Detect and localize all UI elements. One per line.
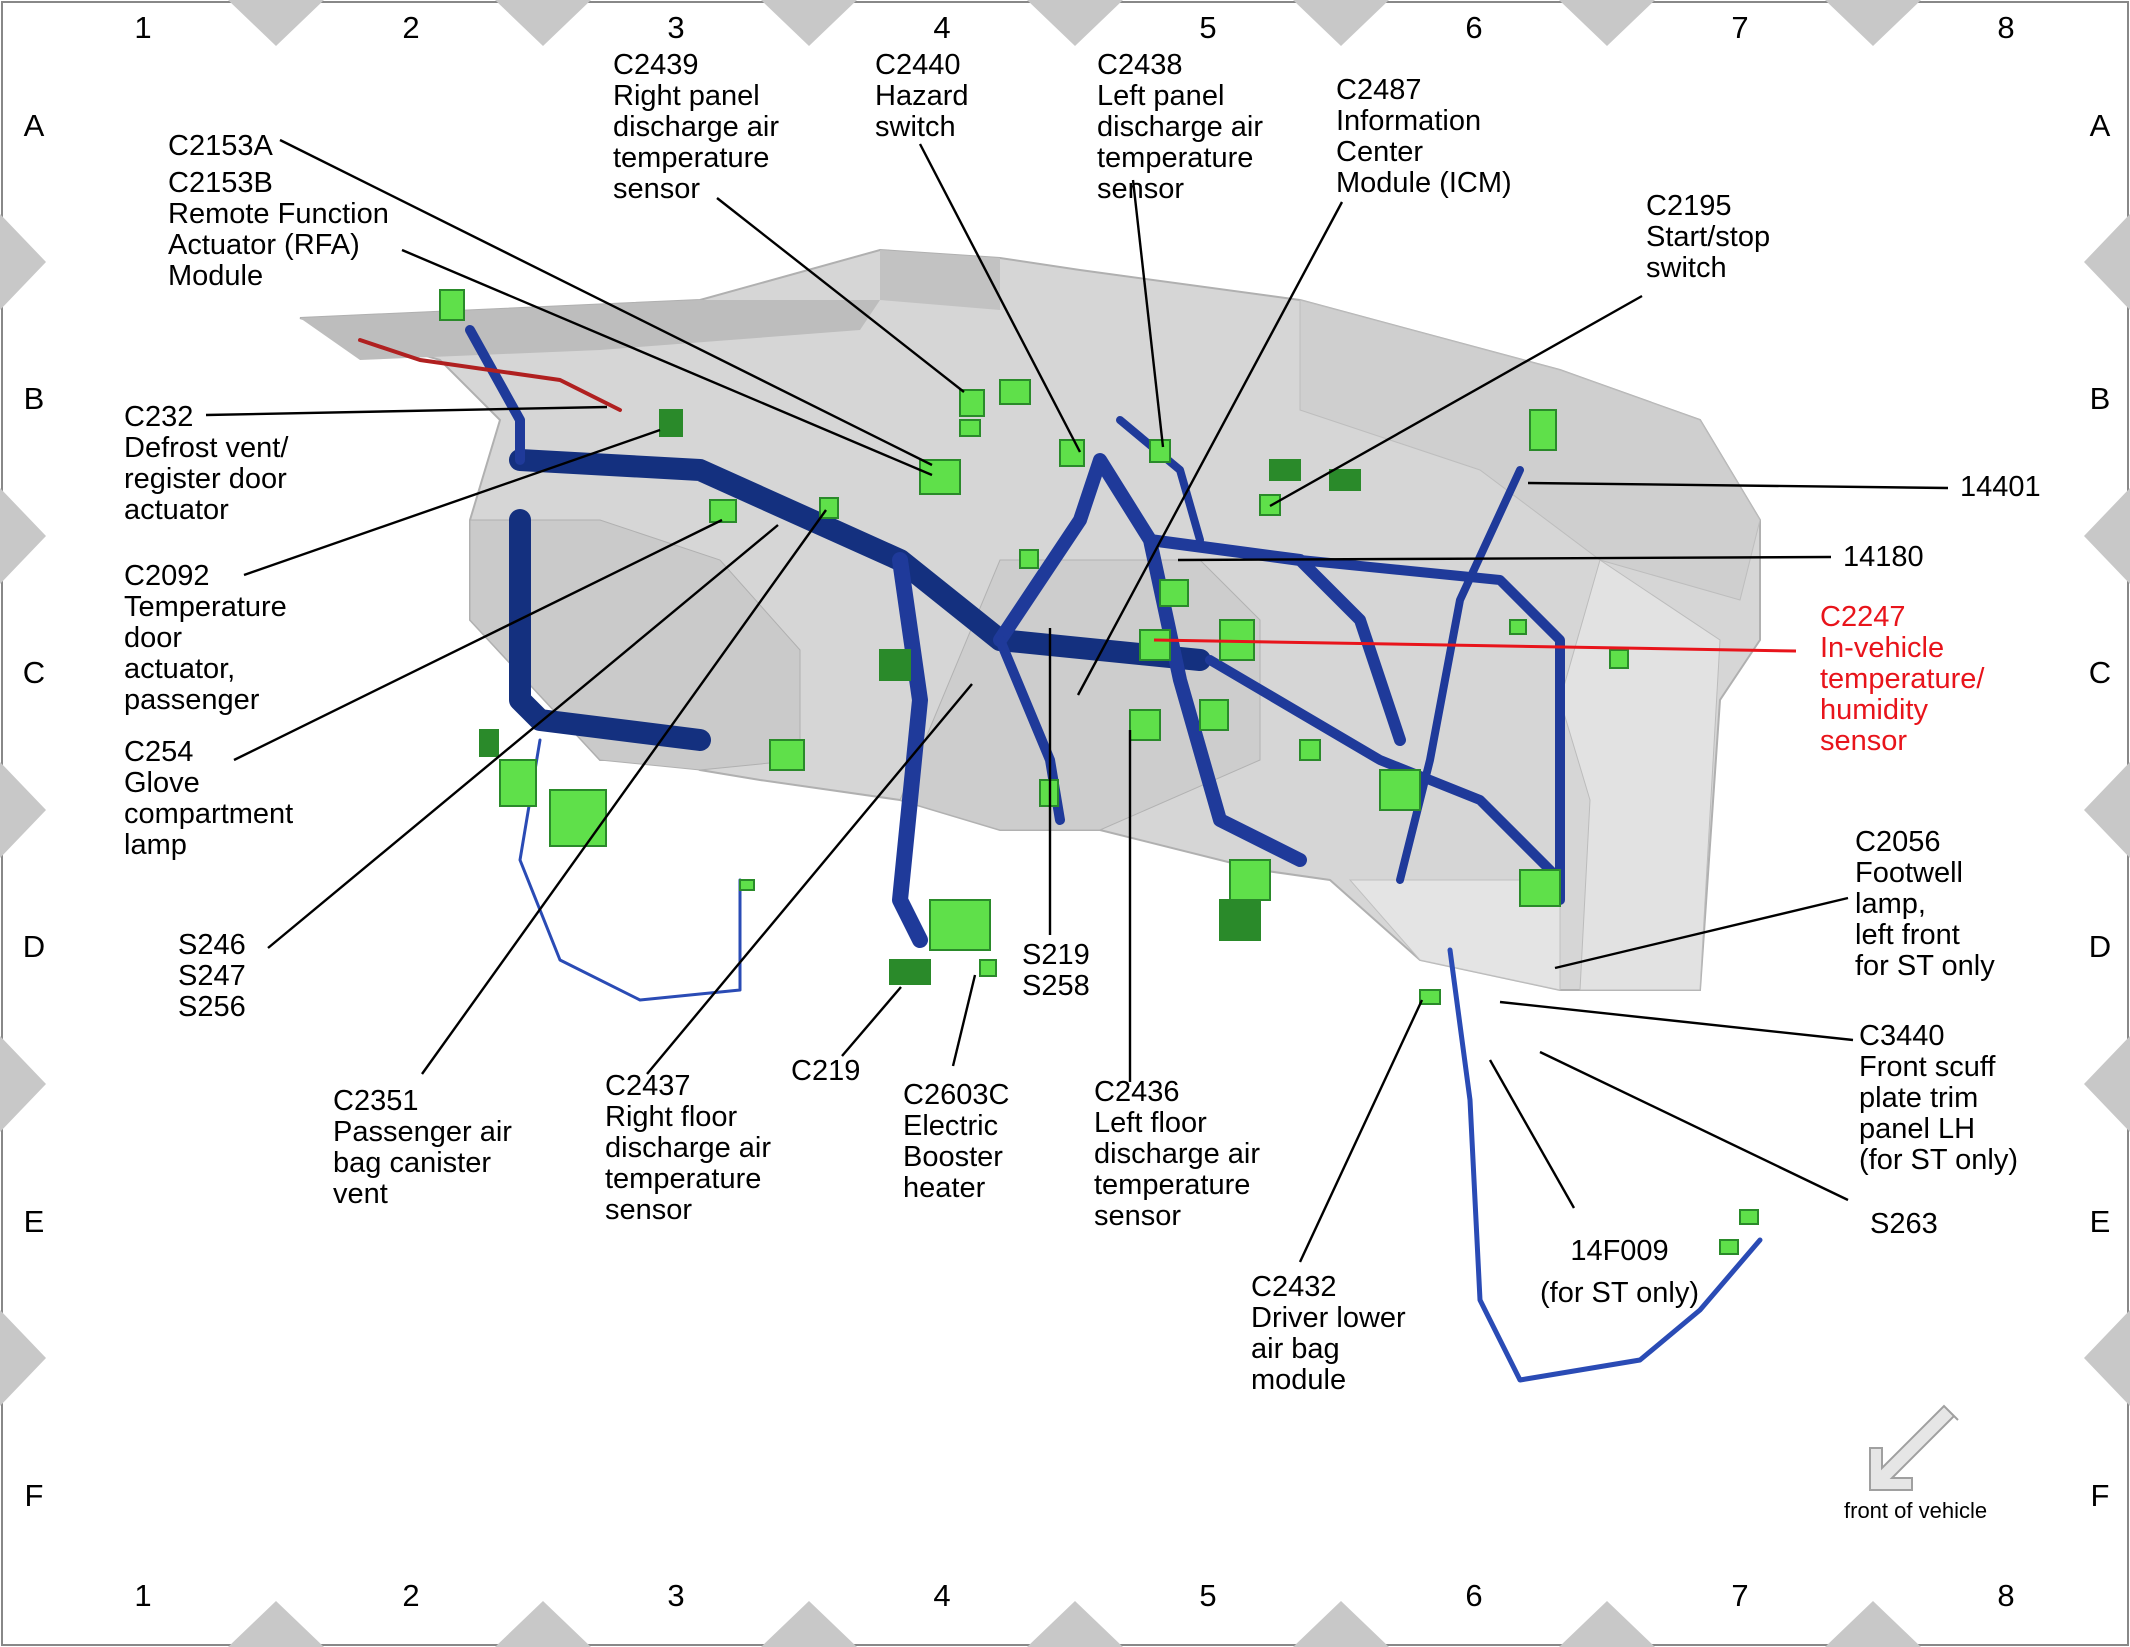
bottom-grid-marker-2 <box>495 1601 591 1647</box>
grid-column-label-4-bottom: 4 <box>933 1578 951 1613</box>
label-c2438: C2438 Left panel discharge air temperatu… <box>1097 49 1264 205</box>
grid-row-label-C-left: C <box>22 655 46 690</box>
grid-column-label-1-top: 1 <box>134 10 152 45</box>
label-c2351: C2351 Passenger air bag canister vent <box>333 1085 512 1210</box>
grid-column-label-2-top: 2 <box>402 10 420 45</box>
grid-row-label-E-left: E <box>23 1204 45 1239</box>
right-grid-marker-2 <box>2084 488 2130 584</box>
bottom-grid-marker-1 <box>228 1601 324 1647</box>
label-c2153a: C2153A <box>168 130 273 162</box>
label-14180: 14180 <box>1843 541 1924 573</box>
label-c2439: C2439 Right panel discharge air temperat… <box>613 49 780 205</box>
top-grid-marker-7 <box>1825 0 1921 46</box>
grid-column-label-8-top: 8 <box>1997 10 2015 45</box>
label-s219: S219 S258 <box>1022 939 1090 1002</box>
grid-column-label-7-bottom: 7 <box>1731 1578 1749 1613</box>
top-grid-marker-3 <box>761 0 857 46</box>
grid-row-label-D-left: D <box>22 929 46 964</box>
grid-row-label-B-left: B <box>23 381 45 416</box>
label-c2440: C2440 Hazard switch <box>875 49 969 143</box>
grid-column-label-8-bottom: 8 <box>1997 1578 2015 1613</box>
leader-lines <box>205 138 1949 1263</box>
bottom-grid-marker-6 <box>1559 1601 1655 1647</box>
label-c2056: C2056 Footwell lamp, left front for ST o… <box>1855 826 1995 982</box>
grid-row-label-B-right: B <box>2089 381 2111 416</box>
left-grid-marker-5 <box>0 1310 46 1406</box>
grid-row-label-F-right: F <box>2090 1478 2110 1513</box>
bottom-grid-marker-3 <box>761 1601 857 1647</box>
grid-column-label-5-top: 5 <box>1199 10 1217 45</box>
label-c3440: C3440 Front scuff plate trim panel LH (f… <box>1859 1020 2019 1176</box>
right-grid-marker-4 <box>2084 1036 2130 1132</box>
grid-column-label-6-bottom: 6 <box>1465 1578 1483 1613</box>
right-grid-marker-3 <box>2084 762 2130 858</box>
left-grid-marker-3 <box>0 762 46 858</box>
grid-column-label-4-top: 4 <box>933 10 951 45</box>
front-of-vehicle-arrow-icon <box>1869 1404 1959 1491</box>
top-grid-marker-5 <box>1293 0 1389 46</box>
grid-row-label-A-left: A <box>23 108 45 143</box>
top-grid-marker-2 <box>495 0 591 46</box>
label-s246: S246 S247 S256 <box>178 929 246 1023</box>
top-grid-marker-1 <box>228 0 324 46</box>
grid-column-label-1-bottom: 1 <box>134 1578 152 1613</box>
label-14401: 14401 <box>1960 471 2041 503</box>
bottom-grid-marker-7 <box>1825 1601 1921 1647</box>
bottom-grid-marker-4 <box>1027 1601 1123 1647</box>
grid-column-label-3-top: 3 <box>667 10 685 45</box>
front-of-vehicle-label: front of vehicle <box>1844 1498 1988 1523</box>
label-c219: C219 <box>791 1055 861 1087</box>
grid-column-label-3-bottom: 3 <box>667 1578 685 1613</box>
left-grid-marker-4 <box>0 1036 46 1132</box>
label-c2153b: C2153B Remote Function Actuator (RFA) Mo… <box>168 167 389 292</box>
grid-column-label-7-top: 7 <box>1731 10 1749 45</box>
left-grid-marker-1 <box>0 214 46 310</box>
grid-row-label-D-right: D <box>2088 929 2112 964</box>
label-c2195: C2195 Start/stop switch <box>1646 190 1771 284</box>
label-s263: S263 <box>1870 1208 1938 1240</box>
wiring-harness <box>358 325 1763 1383</box>
label-c2247: C2247 In-vehicle temperature/ humidity s… <box>1820 601 1985 757</box>
top-grid-marker-4 <box>1027 0 1123 46</box>
label-c254: C254 Glove compartment lamp <box>124 736 294 861</box>
right-grid-marker-5 <box>2084 1310 2130 1406</box>
label-c2603c: C2603C Electric Booster heater <box>903 1079 1010 1204</box>
label-c2432: C2432 Driver lower air bag module <box>1251 1271 1406 1396</box>
label-c232: C232 Defrost vent/ register door actuato… <box>124 401 289 526</box>
right-grid-marker-1 <box>2084 214 2130 310</box>
label-c2092: C2092 Temperature door actuator, passeng… <box>124 560 287 716</box>
grid-row-label-A-right: A <box>2089 108 2111 143</box>
top-grid-marker-6 <box>1559 0 1655 46</box>
label-14f009: 14F009 (for ST only) <box>1540 1235 1700 1309</box>
left-grid-marker-2 <box>0 488 46 584</box>
grid-row-label-E-right: E <box>2089 1204 2111 1239</box>
label-c2436: C2436 Left floor discharge air temperatu… <box>1094 1076 1261 1232</box>
grid-column-label-5-bottom: 5 <box>1199 1578 1217 1613</box>
grid-row-label-C-right: C <box>2088 655 2112 690</box>
label-c2437: C2437 Right floor discharge air temperat… <box>605 1070 772 1226</box>
grid-column-label-2-bottom: 2 <box>402 1578 420 1613</box>
highlight-leader-line <box>1153 638 1797 653</box>
grid-column-label-6-top: 6 <box>1465 10 1483 45</box>
grid-row-label-F-left: F <box>24 1478 44 1513</box>
label-c2487: C2487 Information Center Module (ICM) <box>1336 74 1512 199</box>
bottom-grid-marker-5 <box>1293 1601 1389 1647</box>
